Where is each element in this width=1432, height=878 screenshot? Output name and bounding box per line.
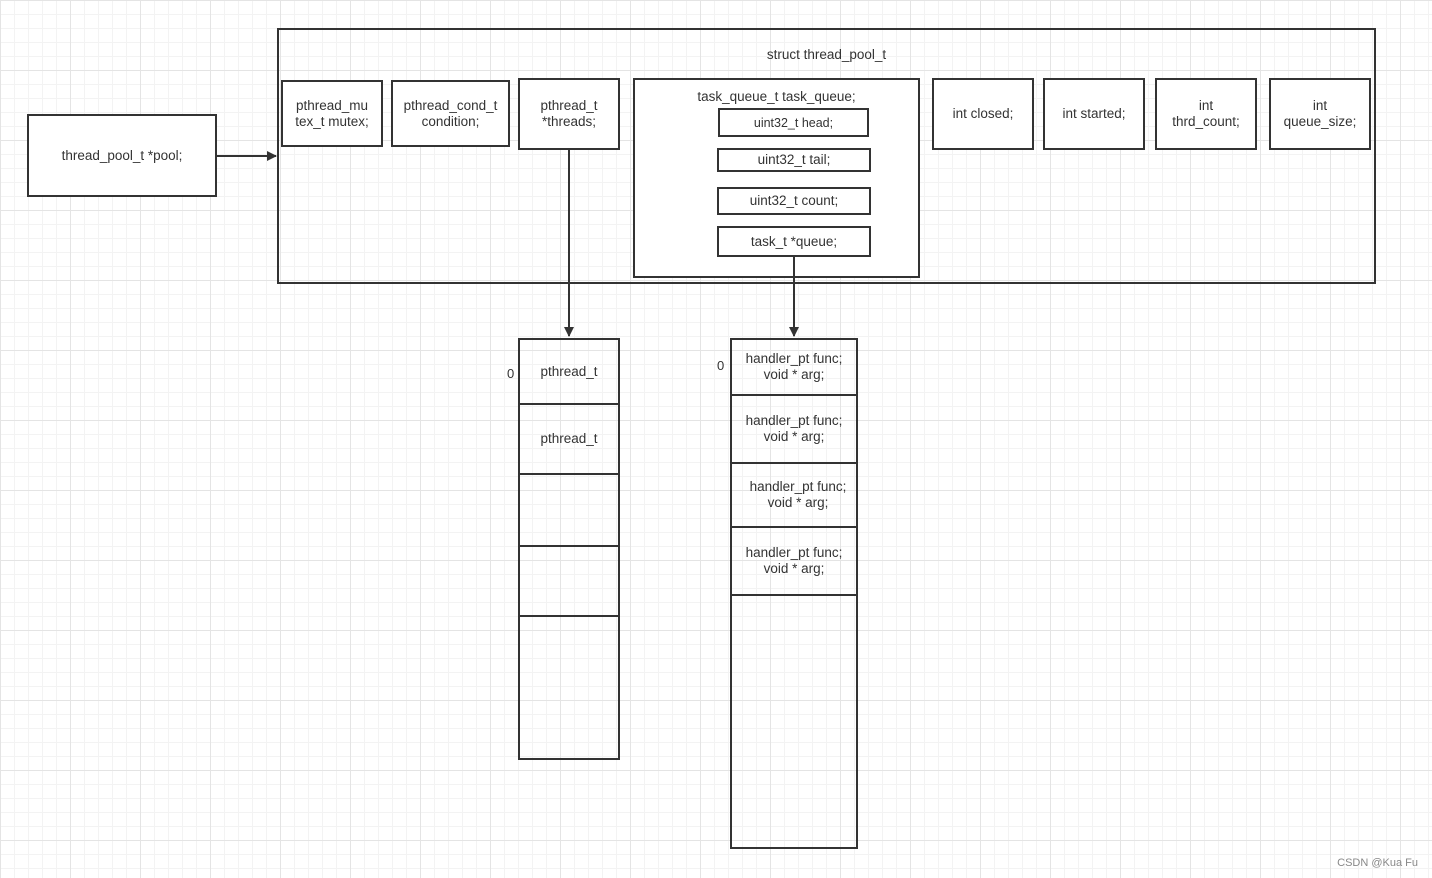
task-queue-head: uint32_t head;	[718, 108, 869, 137]
field-threads-label: pthread_t *threads;	[540, 98, 598, 129]
struct-thread-pool-box: struct thread_pool_t	[277, 28, 1376, 284]
watermark-text: CSDN @Kua Fu	[1337, 857, 1418, 869]
field-queue-size-label: int queue_size;	[1283, 98, 1357, 129]
threads-array-cell: pthread_t	[520, 405, 618, 475]
field-mutex-label: pthread_mu tex_t mutex;	[295, 97, 369, 129]
tasks-array: handler_pt func; void * arg; handler_pt …	[730, 338, 858, 849]
tasks-array-cell-label: handler_pt func; void * arg;	[745, 545, 843, 576]
field-threads: pthread_t *threads;	[518, 78, 620, 150]
tasks-array-cell-label: handler_pt func; void * arg;	[745, 413, 843, 444]
tasks-array-cell: handler_pt func; void * arg;	[732, 528, 856, 596]
field-queue-size: int queue_size;	[1269, 78, 1371, 150]
threads-array-cell-label: pthread_t	[540, 363, 598, 379]
field-thrd-count-label: int thrd_count;	[1172, 98, 1240, 129]
pool-pointer-label: thread_pool_t *pool;	[61, 147, 183, 163]
field-condition-label: pthread_cond_t condition;	[403, 97, 498, 129]
task-queue-count: uint32_t count;	[717, 187, 871, 215]
task-queue-head-label: uint32_t head;	[753, 115, 834, 130]
field-closed-label: int closed;	[952, 106, 1014, 121]
tasks-array-cell-label: handler_pt func; void * arg;	[749, 479, 847, 510]
threads-array-cell	[520, 547, 618, 617]
task-queue-queue-label: task_t *queue;	[750, 233, 838, 249]
field-started: int started;	[1043, 78, 1145, 150]
threads-array-index: 0	[507, 366, 515, 381]
pool-pointer-box: thread_pool_t *pool;	[27, 114, 217, 197]
tasks-array-cell: handler_pt func; void * arg;	[732, 464, 856, 528]
task-queue-count-label: uint32_t count;	[749, 193, 839, 208]
threads-array-cell	[520, 617, 618, 758]
task-queue-tail-label: uint32_t tail;	[757, 152, 831, 167]
task-queue-queue: task_t *queue;	[717, 226, 871, 257]
tasks-array-index: 0	[717, 358, 725, 373]
tasks-array-cell	[732, 596, 856, 847]
threads-array-cell	[520, 475, 618, 547]
threads-array: pthread_t pthread_t	[518, 338, 620, 760]
field-mutex: pthread_mu tex_t mutex;	[281, 80, 383, 147]
field-condition: pthread_cond_t condition;	[391, 80, 510, 147]
threads-array-cell: pthread_t	[520, 340, 618, 405]
task-queue-tail: uint32_t tail;	[717, 148, 871, 172]
tasks-array-cell-label: handler_pt func; void * arg;	[745, 351, 843, 382]
task-queue-title: task_queue_t task_queue;	[697, 89, 856, 104]
field-thrd-count: int thrd_count;	[1155, 78, 1257, 150]
field-closed: int closed;	[932, 78, 1034, 150]
tasks-array-cell: handler_pt func; void * arg;	[732, 396, 856, 464]
threads-array-cell-label: pthread_t	[540, 431, 598, 446]
struct-title: struct thread_pool_t	[766, 47, 887, 62]
field-started-label: int started;	[1062, 106, 1126, 121]
tasks-array-cell: handler_pt func; void * arg;	[732, 340, 856, 396]
